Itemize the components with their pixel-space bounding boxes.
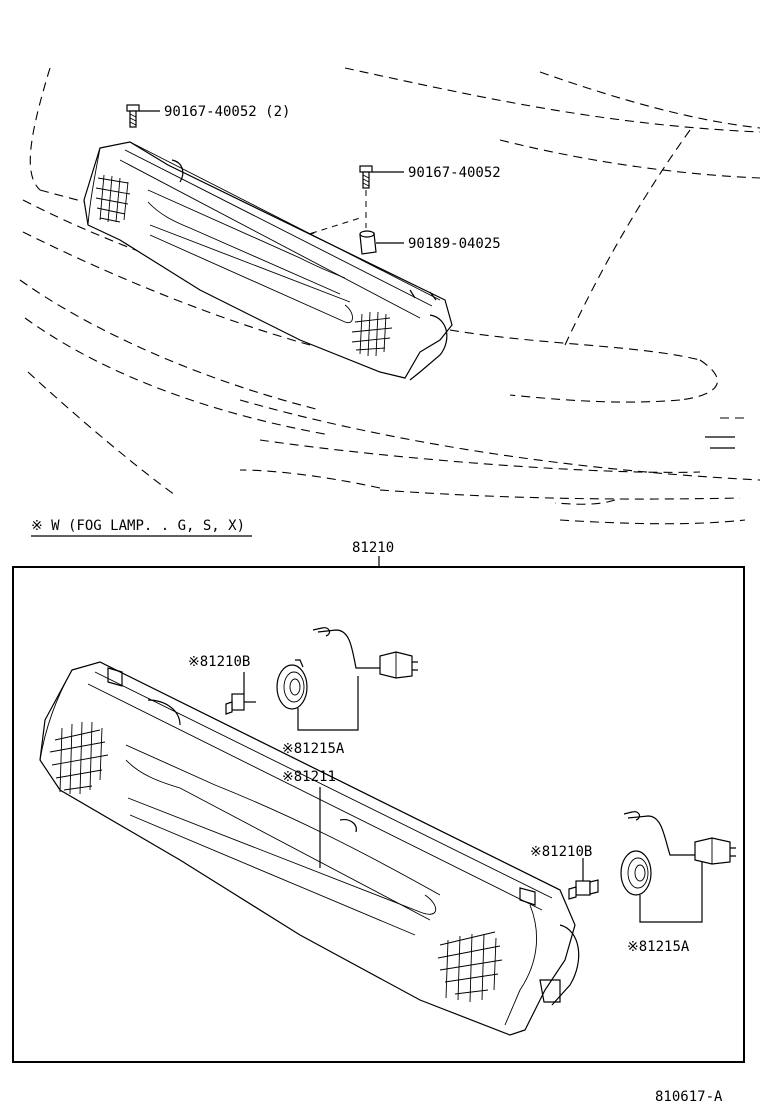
bulb-right-icon (568, 858, 599, 900)
bolt-mid-icon (359, 165, 404, 189)
nut-clip-icon (359, 230, 404, 255)
part-label-bolt-mid: 90167-40052 (408, 165, 501, 181)
drawing-number: 810617-A (655, 1089, 723, 1105)
bolt-top-icon (126, 104, 160, 128)
vehicle-body-outline (19, 67, 760, 525)
part-label-nut-clip: 90189-04025 (408, 236, 501, 252)
assembly-frame (12, 566, 745, 1063)
fog-lamp-housing-drawing (39, 661, 580, 1036)
assembly-label: 81210 (352, 540, 394, 556)
upper-fog-lamp-drawing (83, 141, 453, 381)
socket-left-icon (276, 627, 418, 731)
part-label-socket-left: ※81215A (282, 741, 345, 757)
part-label-bulb-left: ※81210B (188, 654, 250, 670)
part-label-socket-right: ※81215A (627, 939, 690, 955)
part-label-bolt-top: 90167-40052 (2) (164, 104, 290, 120)
variant-note: ※ W (FOG LAMP. . G, S, X) (31, 518, 245, 534)
socket-right-icon (620, 811, 736, 923)
part-label-bulb-right: ※81210B (530, 844, 592, 860)
bulb-left-icon (225, 672, 256, 715)
part-label-housing: ※81211 (282, 769, 336, 785)
